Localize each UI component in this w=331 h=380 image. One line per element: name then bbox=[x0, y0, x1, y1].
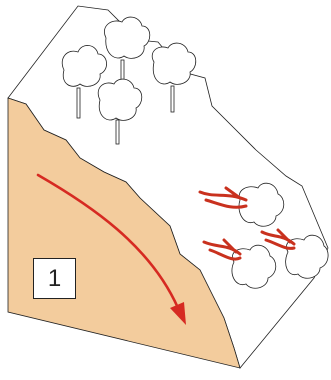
arrow-head bbox=[170, 302, 186, 325]
standing-tree-icon bbox=[104, 16, 151, 87]
soil-cross-section bbox=[7, 97, 241, 369]
fallen-tree-icon bbox=[198, 182, 285, 227]
standing-tree-icon bbox=[97, 78, 143, 145]
fallen-tree-icon bbox=[202, 238, 277, 289]
fallen-tree-icon bbox=[260, 228, 329, 279]
movement-arrow-icon bbox=[36, 173, 180, 310]
standing-tree-icon bbox=[151, 42, 197, 113]
standing-tree-icon bbox=[61, 45, 107, 119]
step-label: 1 bbox=[33, 258, 76, 299]
